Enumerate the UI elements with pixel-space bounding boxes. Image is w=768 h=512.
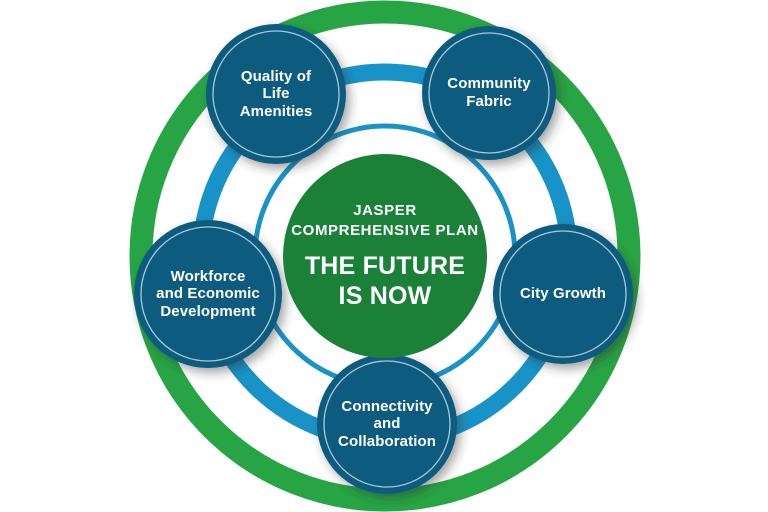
node-disc-workforce-economic-development[interactable] — [134, 220, 282, 368]
node-community-fabric[interactable]: Community Fabric — [422, 26, 556, 160]
node-label-community-fabric: Community Fabric — [447, 75, 531, 110]
node-workforce-economic-development[interactable]: Workforce and Economic Development — [134, 220, 282, 368]
center-hub[interactable]: JASPER COMPREHENSIVE PLAN THE FUTURE IS … — [283, 154, 487, 358]
node-inner-ring-connectivity-collaboration — [323, 360, 451, 488]
node-inner-ring-workforce-economic-development — [140, 226, 276, 362]
node-disc-quality-of-life-amenities[interactable] — [206, 24, 346, 164]
outer-green-ring — [129, 0, 641, 512]
node-label-city-growth: City Growth — [519, 285, 607, 303]
node-inner-ring-community-fabric — [428, 32, 550, 154]
node-quality-of-life-amenities[interactable]: Quality of Life Amenities — [206, 24, 346, 164]
node-disc-community-fabric[interactable] — [422, 26, 556, 160]
node-disc-city-growth[interactable] — [493, 224, 633, 364]
node-label-workforce-economic-development: Workforce and Economic Development — [156, 267, 260, 320]
center-kicker-text: JASPER COMPREHENSIVE PLAN — [291, 201, 479, 239]
node-label-connectivity-collaboration: Connectivity and Collaboration — [338, 397, 436, 450]
node-connectivity-collaboration[interactable]: Connectivity and Collaboration — [317, 354, 457, 494]
node-city-growth[interactable]: City Growth — [493, 224, 633, 364]
node-inner-ring-quality-of-life-amenities — [212, 30, 340, 158]
center-disc[interactable] — [283, 154, 487, 358]
center-headline-text: THE FUTURE IS NOW — [304, 252, 466, 310]
node-label-quality-of-life-amenities: Quality of Life Amenities — [239, 67, 313, 120]
node-discs — [134, 24, 633, 494]
node-disc-connectivity-collaboration[interactable] — [317, 354, 457, 494]
node-inner-ring-city-growth — [499, 230, 627, 358]
